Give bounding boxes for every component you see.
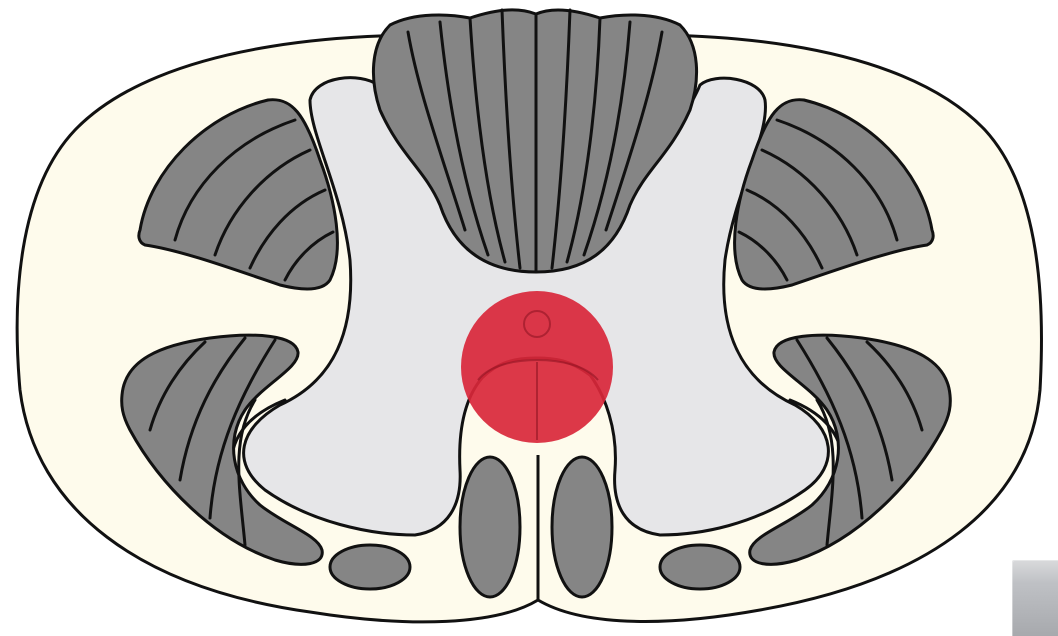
tract-ventral-medial-left: [460, 457, 520, 597]
corner-thumbnail: [1012, 560, 1058, 636]
tract-bottom-right-small: [660, 545, 740, 589]
tract-bottom-left-small: [330, 545, 410, 589]
tract-ventral-medial-right: [552, 457, 612, 597]
